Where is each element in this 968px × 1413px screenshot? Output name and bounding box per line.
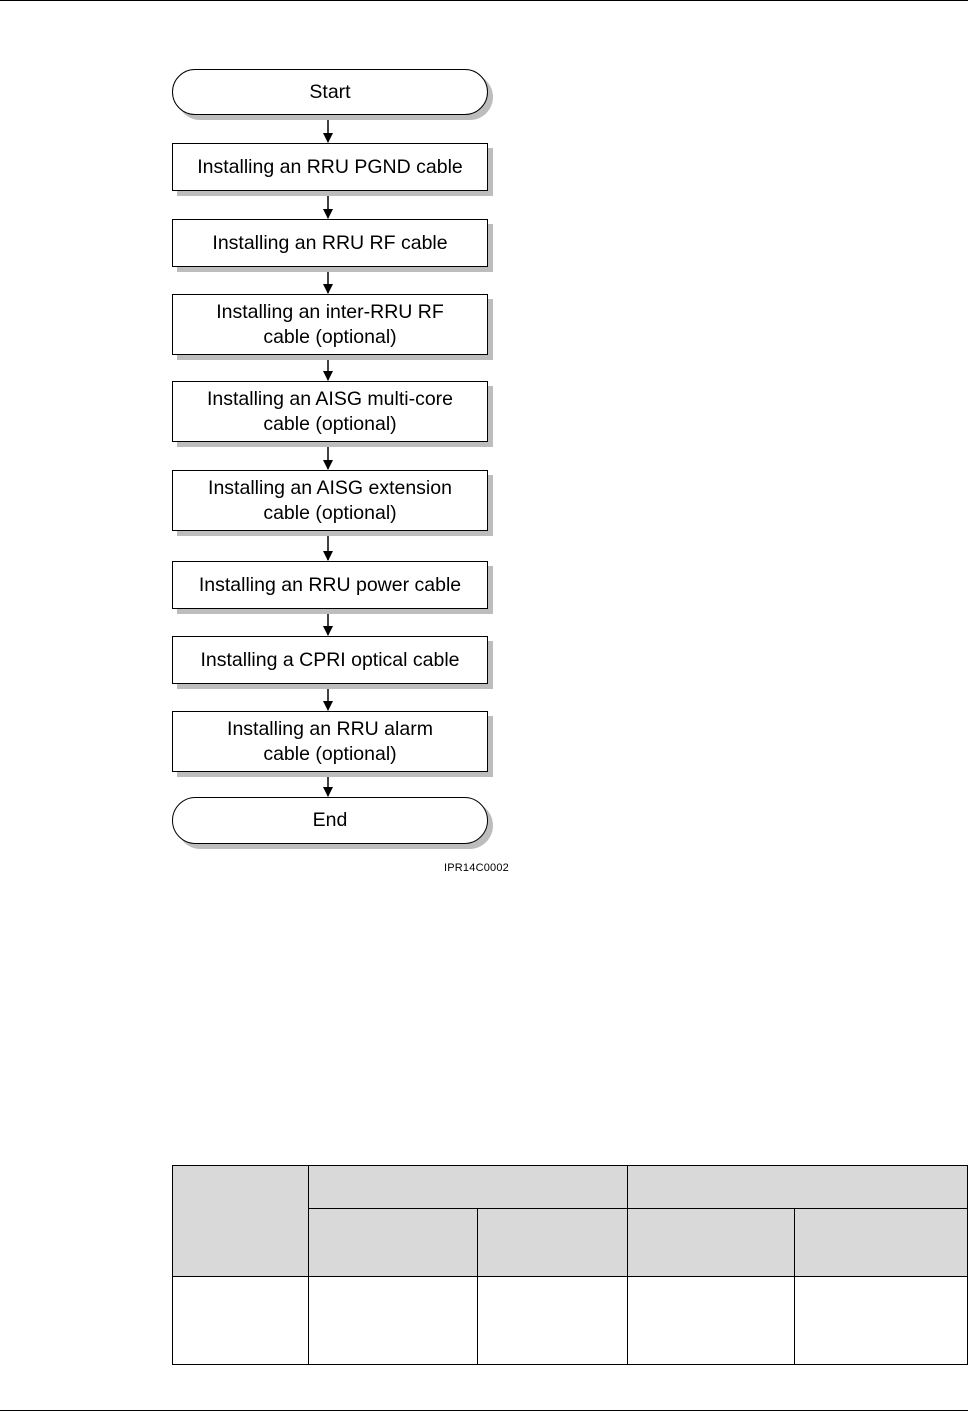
flow-step-label: Installing an RRU RF cable	[212, 231, 448, 254]
flow-step-label-line-1: Installing an AISG multi-core	[206, 387, 454, 410]
flow-step-label: Installing an RRU power cable	[198, 573, 462, 596]
table-header-cell	[307, 1165, 629, 1209]
table-cell	[307, 1276, 478, 1365]
table-header-cell	[307, 1208, 478, 1277]
footer-rule	[0, 1410, 968, 1411]
flow-step-label: Installing a CPRI optical cable	[200, 648, 460, 671]
flow-start-label: Start	[309, 80, 351, 103]
table-cell	[794, 1276, 968, 1365]
table-header-cell	[172, 1165, 309, 1277]
flow-step-label-line-1: Installing an inter-RRU RF	[216, 300, 444, 323]
flow-step-pgnd-cable: Installing an RRU PGND cable	[172, 143, 488, 191]
flow-end-terminal: End	[172, 797, 488, 844]
flow-step-label-line-2: cable (optional)	[263, 412, 397, 435]
flow-step-label-line-1: Installing an AISG extension	[208, 476, 452, 499]
installation-flowchart: Start Installing an RRU PGND cable Insta…	[172, 69, 509, 874]
figure-id: IPR14C0002	[444, 862, 509, 874]
table-header-cell	[627, 1208, 796, 1277]
flow-step-label: Installing an RRU PGND cable	[197, 155, 463, 178]
flow-step-aisg-extension-cable: Installing an AISG extension cable (opti…	[172, 470, 488, 531]
flow-step-label-line-2: cable (optional)	[263, 325, 397, 348]
flow-step-label-line-2: cable (optional)	[263, 742, 397, 765]
flow-step-label-line-2: cable (optional)	[263, 501, 397, 524]
flow-connectors	[323, 115, 333, 797]
table-subheader-row	[173, 1208, 968, 1277]
header-rule	[0, 0, 968, 1]
flow-step-aisg-multicore-cable: Installing an AISG multi-core cable (opt…	[172, 381, 488, 442]
table-cell	[476, 1276, 629, 1365]
table-header-cell	[794, 1208, 968, 1277]
flow-end-label: End	[312, 809, 348, 831]
flow-step-rf-cable: Installing an RRU RF cable	[172, 219, 488, 267]
flow-step-power-cable: Installing an RRU power cable	[172, 561, 488, 609]
table-cell	[627, 1276, 796, 1365]
table-cell	[172, 1276, 309, 1365]
table-row	[172, 1276, 968, 1365]
table-header-cell	[476, 1208, 629, 1277]
table-header-row	[172, 1165, 968, 1277]
flow-start-terminal: Start	[172, 69, 488, 115]
table-header-cell	[627, 1165, 968, 1209]
flow-step-alarm-cable: Installing an RRU alarm cable (optional)	[172, 711, 488, 772]
flow-step-cpri-optical-cable: Installing a CPRI optical cable	[172, 636, 488, 684]
flow-step-inter-rru-rf-cable: Installing an inter-RRU RF cable (option…	[172, 294, 488, 355]
flow-step-label-line-1: Installing an RRU alarm	[227, 717, 433, 740]
parameter-table	[172, 1165, 968, 1365]
